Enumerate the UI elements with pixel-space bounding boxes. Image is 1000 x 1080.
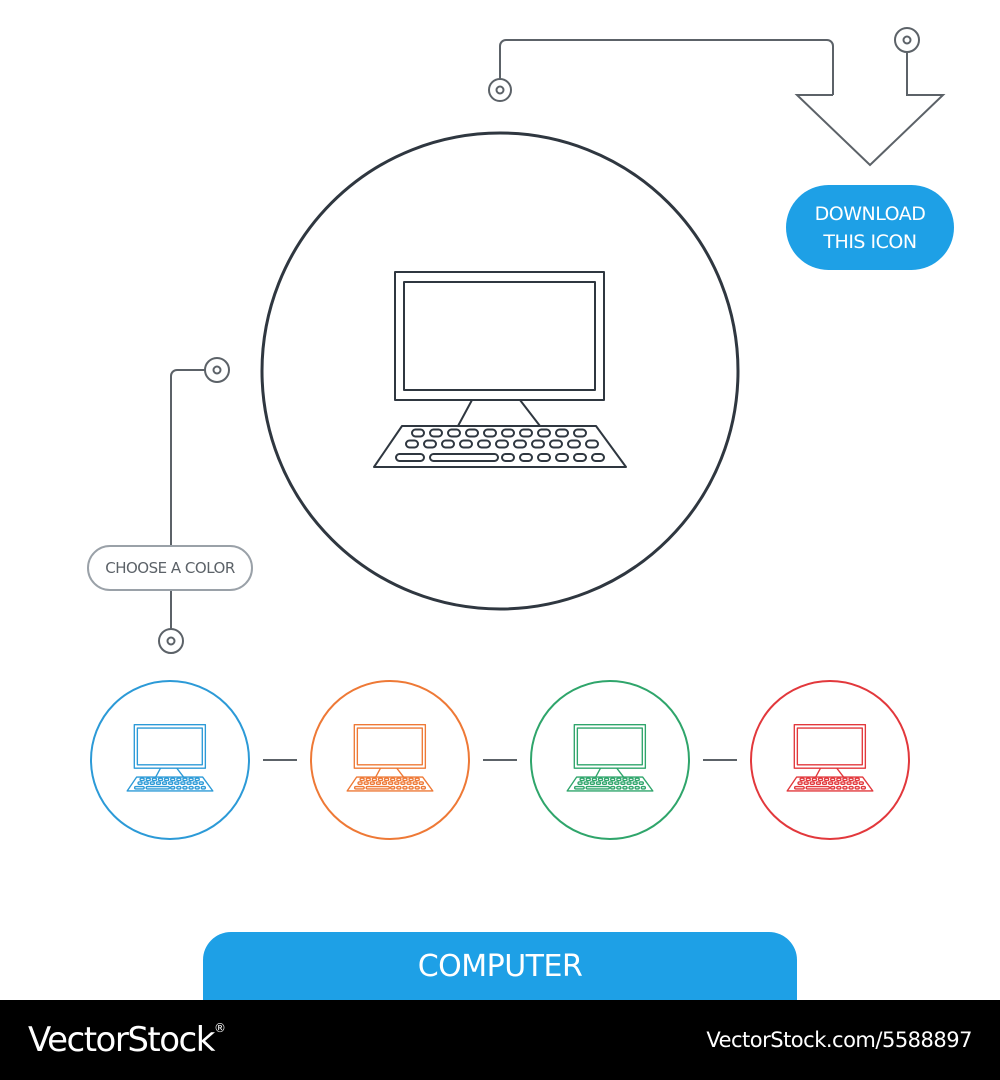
- download-button-line1: DOWNLOAD: [814, 202, 926, 225]
- main-icon-circle: [260, 131, 740, 611]
- computer-icon-red: [786, 723, 874, 792]
- choose-color-connector: [158, 357, 230, 654]
- choose-color-button[interactable]: CHOOSE A COLOR: [87, 545, 253, 591]
- download-connector: [488, 39, 834, 102]
- color-option-green[interactable]: [530, 680, 690, 840]
- color-option-red[interactable]: [750, 680, 910, 840]
- computer-icon-blue: [126, 723, 214, 792]
- illustration: [90, 27, 946, 840]
- icon-title: COMPUTER: [417, 948, 583, 984]
- download-button-line2: THIS ICON: [823, 230, 917, 253]
- download-arrow-icon[interactable]: [794, 27, 946, 167]
- color-variants: [90, 680, 910, 840]
- icon-title-bar: COMPUTER: [203, 932, 797, 1000]
- footer-image-id: VectorStock.com/5588897: [706, 1028, 972, 1052]
- computer-icon: [373, 271, 627, 468]
- choose-color-label: CHOOSE A COLOR: [105, 559, 235, 577]
- computer-icon-orange: [346, 723, 434, 792]
- computer-icon-green: [566, 723, 654, 792]
- footer-brand: VectorStock®: [28, 1000, 226, 1080]
- download-button[interactable]: DOWNLOAD THIS ICON: [786, 185, 954, 270]
- color-option-blue[interactable]: [90, 680, 250, 840]
- footer-bar: VectorStock® VectorStock.com/5588897: [0, 1000, 1000, 1080]
- footer-brand-mark: ®: [213, 1021, 226, 1035]
- color-option-orange[interactable]: [310, 680, 470, 840]
- footer-brand-text: VectorStock: [28, 1020, 215, 1060]
